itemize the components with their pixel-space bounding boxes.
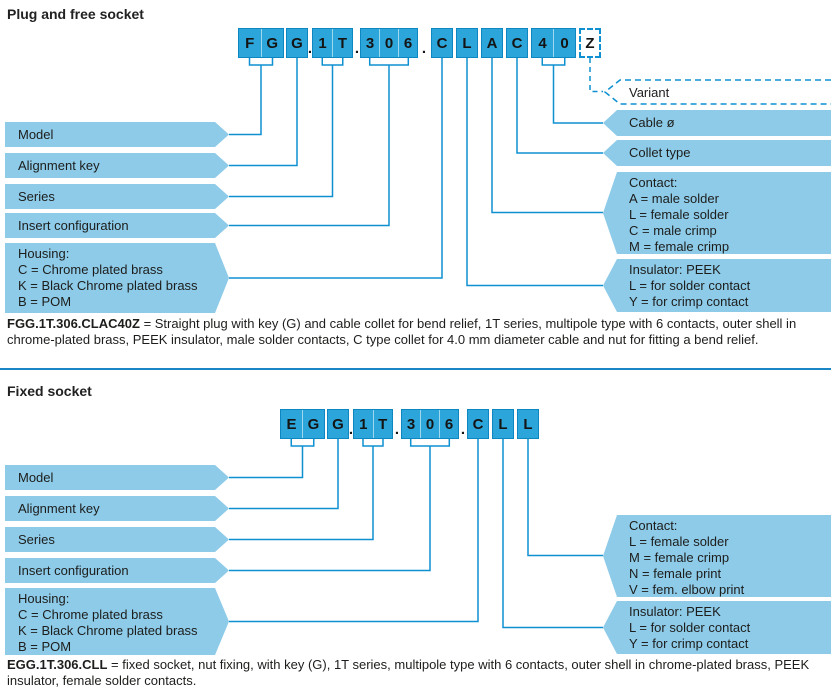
fixed-model-line bbox=[229, 439, 315, 479]
code-cell-E: E bbox=[286, 415, 297, 433]
code-cell-6: 6 bbox=[398, 29, 417, 57]
code-cell-6: 6 bbox=[439, 410, 458, 438]
fixed-code-group-contact: L bbox=[517, 409, 539, 439]
code-cell-0: 0 bbox=[420, 410, 439, 438]
fixed-contact-line bbox=[527, 439, 603, 557]
plug-variant-line bbox=[589, 58, 603, 93]
fixed-label-series: Series bbox=[5, 527, 229, 552]
code-cell-0: 0 bbox=[553, 29, 575, 57]
code-cell-1: 1 bbox=[359, 415, 368, 433]
fixed-alignment-line bbox=[229, 439, 339, 510]
fixed-code-group-housing: C bbox=[467, 409, 489, 439]
plug-section-heading: Plug and free socket bbox=[7, 6, 144, 22]
plug-collet-line bbox=[516, 58, 603, 154]
fixed-label-housing: Housing: C = Chrome plated brass K = Bla… bbox=[5, 588, 229, 655]
code-cell-C: C bbox=[436, 34, 448, 52]
code-cell-4: 4 bbox=[538, 34, 547, 52]
plug-code-group-collet: C bbox=[506, 28, 528, 58]
plug-label-cable-diameter: Cable ø bbox=[603, 110, 831, 136]
code-separator-dot: . bbox=[354, 40, 360, 57]
code-cell-Z: Z bbox=[585, 34, 595, 52]
fixed-caption-code: EGG.1T.306.CLL bbox=[7, 657, 108, 672]
plug-caption-code: FGG.1T.306.CLAC40Z bbox=[7, 316, 140, 331]
code-cell-C: C bbox=[511, 34, 523, 52]
plug-code-group-insulator: L bbox=[456, 28, 478, 58]
plug-alignment-line bbox=[229, 58, 298, 167]
plug-label-housing: Housing: C = Chrome plated brass K = Bla… bbox=[5, 243, 229, 313]
plug-label-variant: Variant bbox=[603, 78, 831, 106]
fixed-caption-text: = fixed socket, nut fixing, with key (G)… bbox=[7, 657, 810, 688]
code-separator-dot: . bbox=[394, 421, 400, 438]
plug-code-group-housing: C bbox=[431, 28, 453, 58]
code-separator-dot: . bbox=[307, 40, 313, 57]
fixed-code-group-model: E G bbox=[280, 409, 325, 439]
code-cell-1: 1 bbox=[318, 34, 327, 52]
code-cell-G: G bbox=[291, 34, 303, 52]
code-cell-0: 0 bbox=[379, 29, 398, 57]
code-cell-L: L bbox=[462, 34, 472, 52]
fixed-code-group-series: 1 T bbox=[353, 409, 393, 439]
plug-code-group-variant: Z bbox=[579, 28, 601, 58]
plug-label-insert-configuration: Insert configuration bbox=[5, 213, 229, 238]
plug-label-contact: Contact: A = male solder L = female sold… bbox=[603, 172, 831, 254]
plug-code-group-insert: 3 0 6 bbox=[360, 28, 418, 58]
code-separator-dot: . bbox=[348, 421, 354, 438]
plug-insert-line bbox=[229, 58, 410, 227]
code-cell-L: L bbox=[523, 415, 533, 433]
code-cell-G: G bbox=[332, 415, 344, 433]
plug-series-line bbox=[229, 58, 344, 198]
fixed-label-model: Model bbox=[5, 465, 229, 490]
code-cell-C: C bbox=[472, 415, 484, 433]
fixed-code-group-insert: 3 0 6 bbox=[401, 409, 459, 439]
code-cell-3: 3 bbox=[365, 34, 375, 52]
code-cell-F: F bbox=[245, 34, 255, 52]
fixed-label-insert-configuration: Insert configuration bbox=[5, 558, 229, 583]
code-cell-T: T bbox=[372, 410, 393, 438]
plug-code-group-series: 1 T bbox=[312, 28, 353, 58]
fixed-code-group-key: G bbox=[327, 409, 349, 439]
plug-caption-text: = Straight plug with key (G) and cable c… bbox=[7, 316, 797, 347]
code-separator-dot: . bbox=[460, 421, 466, 438]
fixed-label-alignment-key: Alignment key bbox=[5, 496, 229, 521]
plug-model-line bbox=[229, 58, 274, 136]
plug-label-insulator: Insulator: PEEK L = for solder contact Y… bbox=[603, 259, 831, 312]
plug-label-collet-type: Collet type bbox=[603, 140, 831, 166]
plug-label-model: Model bbox=[5, 122, 229, 147]
plug-label-alignment-key: Alignment key bbox=[5, 153, 229, 178]
code-cell-G: G bbox=[302, 410, 324, 438]
fixed-section-heading: Fixed socket bbox=[7, 383, 92, 399]
plug-insulator-line bbox=[466, 58, 603, 287]
variant-dashed-outline bbox=[603, 79, 831, 105]
plug-code-group-cable: 4 0 bbox=[531, 28, 576, 58]
fixed-label-insulator: Insulator: PEEK L = for solder contact Y… bbox=[603, 601, 831, 654]
code-cell-3: 3 bbox=[406, 415, 416, 433]
plug-label-series: Series bbox=[5, 184, 229, 209]
code-separator-dot: . bbox=[421, 40, 427, 57]
fixed-caption: EGG.1T.306.CLL = fixed socket, nut fixin… bbox=[7, 657, 827, 689]
fixed-insert-line bbox=[229, 439, 451, 572]
plug-code-group-contact: A bbox=[481, 28, 503, 58]
fixed-series-line bbox=[229, 439, 384, 541]
plug-cable-line bbox=[541, 58, 603, 124]
code-cell-L: L bbox=[498, 415, 508, 433]
section-divider bbox=[0, 368, 831, 370]
fixed-label-contact: Contact: L = female solder M = female cr… bbox=[603, 515, 831, 597]
code-cell-A: A bbox=[486, 34, 498, 52]
code-cell-T: T bbox=[332, 29, 352, 57]
plug-housing-line bbox=[229, 58, 443, 279]
plug-code-group-key: G bbox=[286, 28, 308, 58]
plug-contact-line bbox=[491, 58, 603, 214]
fixed-insulator-line bbox=[502, 439, 603, 629]
code-cell-G: G bbox=[260, 29, 284, 57]
fixed-housing-line bbox=[229, 439, 479, 623]
plug-caption: FGG.1T.306.CLAC40Z = Straight plug with … bbox=[7, 316, 827, 348]
fixed-code-group-insulator: L bbox=[492, 409, 514, 439]
plug-code-group-model: F G bbox=[238, 28, 284, 58]
